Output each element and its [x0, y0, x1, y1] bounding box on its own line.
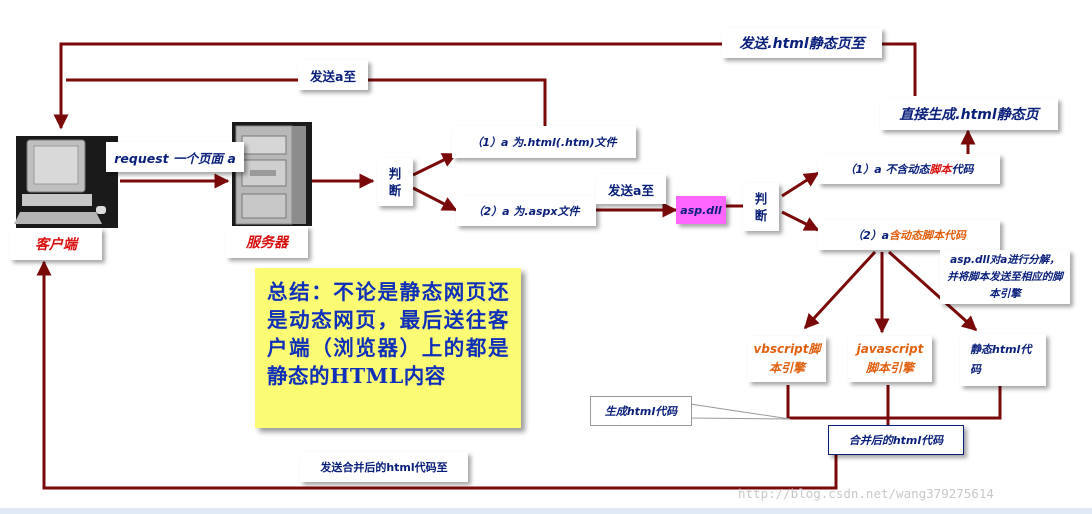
vbs-engine-label: vbscript脚本引擎: [748, 336, 826, 382]
client-label: 客户端: [10, 228, 102, 260]
no-script-post: 代码: [951, 163, 974, 176]
no-script-pre: （1）a 不含动态: [844, 163, 930, 176]
edge-judge-html: [412, 152, 458, 177]
send-merged-label: 发送合并后的html代码至: [300, 452, 468, 482]
no-script-label: （1）a 不含动态脚本代码: [818, 154, 1000, 184]
no-script-mid: 脚本: [929, 163, 952, 176]
has-script-pre: （2）a: [851, 229, 890, 242]
merged-label: 合并后的html代码: [828, 425, 964, 455]
edge-judge2-script: [781, 210, 820, 232]
bottom-band: [0, 508, 1092, 514]
send-a-label-2: 发送a至: [596, 174, 666, 204]
direct-gen-label: 直接生成.html静态页: [880, 98, 1058, 130]
edge-merge-bracket: [786, 385, 1002, 420]
server-label: 服务器: [226, 226, 308, 258]
request-label: request 一个页面 a: [106, 142, 244, 172]
callout-wedge: [689, 403, 791, 420]
edge-html-return: [66, 78, 547, 128]
server-icon: [232, 122, 312, 226]
computer-icon: [14, 136, 118, 228]
summary-note: 总结：不论是静态网页还是动态网页，最后送往客户端（浏览器）上的都是静态的HTML…: [255, 268, 521, 428]
edge-merged-return: [36, 260, 838, 490]
a-html-label: （1）a 为.html(.htm)文件: [452, 126, 636, 158]
js-engine-label: javascript脚本引擎: [848, 336, 932, 382]
dll-note-label: asp.dll对a进行分解，并将脚本发送至相应的脚本引擎: [940, 250, 1070, 304]
asp-dll-node: asp.dll: [676, 196, 726, 224]
a-aspx-label: （2）a 为.aspx文件: [456, 196, 596, 226]
watermark: http://blog.csdn.net/wang379275614: [738, 486, 994, 501]
has-script-label: （2）a 含动态脚本代码: [818, 220, 1000, 250]
static-code-label: 静态html代码: [960, 334, 1046, 386]
edge-static-return: [59, 42, 917, 96]
send-a-label: 发送a至: [298, 60, 368, 90]
edge-to-static: [887, 250, 978, 332]
judge-1: 判断: [377, 158, 413, 206]
edge-to-vbs: [803, 250, 877, 330]
gen-html-label: 生成html代码: [590, 396, 692, 426]
has-script-mid: 含动态脚本代码: [889, 229, 967, 242]
judge-2: 判断: [743, 183, 779, 231]
edge-judge-aspx: [412, 186, 458, 212]
send-static-label: 发送.html静态页至: [722, 28, 882, 58]
edge-judge2-noscript: [781, 171, 820, 198]
